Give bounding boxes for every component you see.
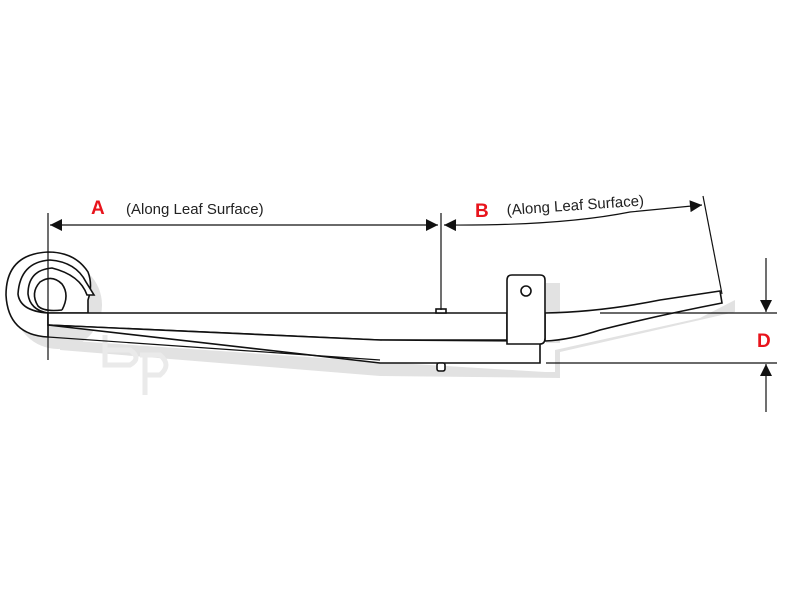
label-a: A [91,198,105,219]
dimension-lines [47,195,777,412]
dimension-b-arrow [443,200,703,232]
label-b: B [475,201,489,222]
label-a-note: (Along Leaf Surface) [126,201,264,218]
bp-watermark [102,335,169,395]
main-leaf [47,290,723,364]
label-d: D [757,331,771,352]
label-b-note: (Along Leaf Surface) [506,192,644,219]
bracket-hole [520,285,532,297]
hanger-bracket [506,274,546,345]
